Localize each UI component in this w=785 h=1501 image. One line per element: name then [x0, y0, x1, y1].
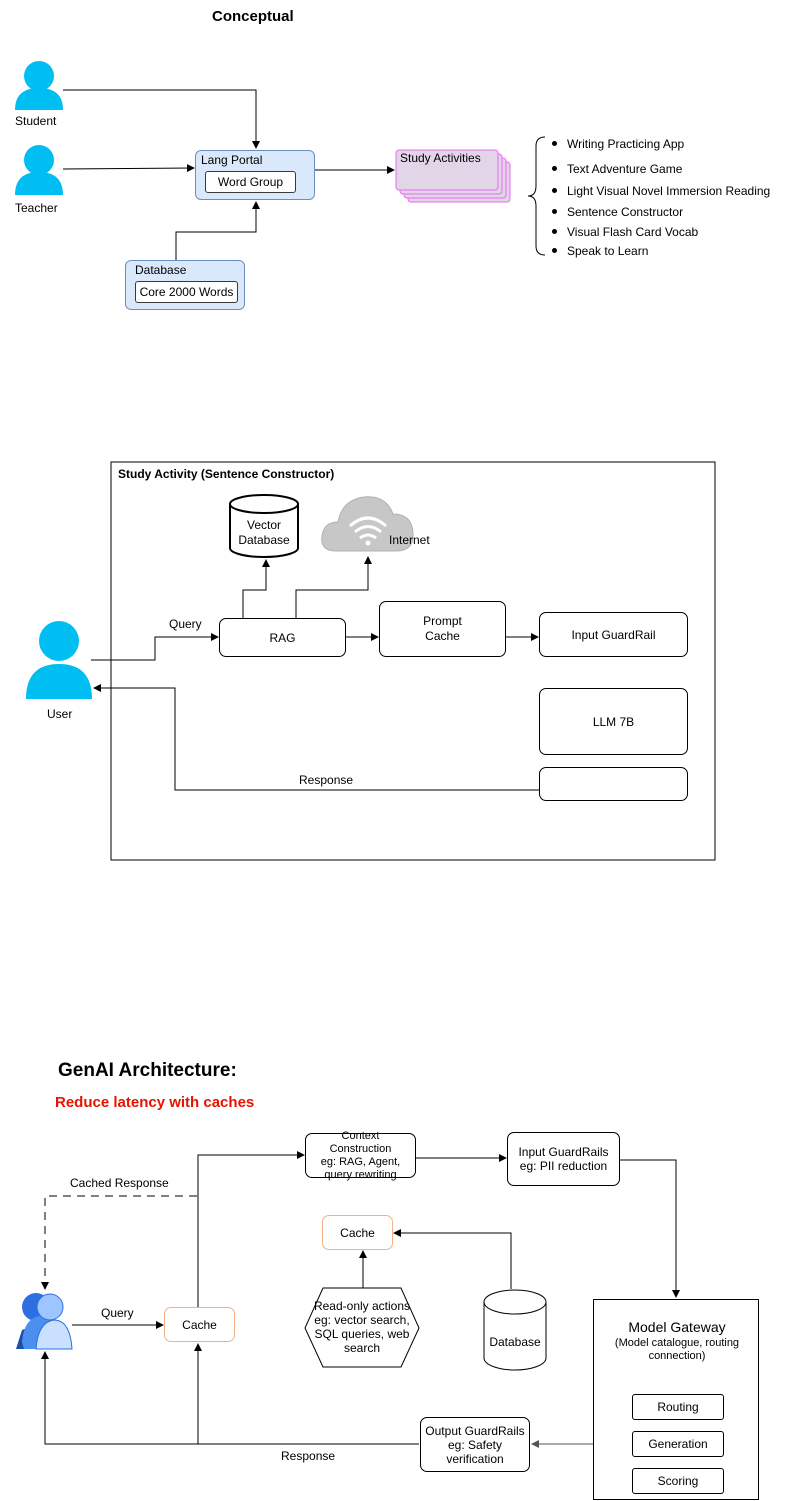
scoring-box[interactable]: Scoring: [632, 1468, 724, 1494]
output-guardrails-label-1: Output GuardRails: [425, 1423, 525, 1438]
database-box[interactable]: Database Core 2000 Words: [125, 260, 245, 310]
database-to-portal-arrow: [175, 201, 260, 260]
activity-item[interactable]: Text Adventure Game: [548, 162, 770, 184]
readonly-label-3: SQL queries, web: [314, 1327, 410, 1341]
study-activity-frame: [110, 461, 716, 861]
database-label-genai: Database: [489, 1335, 541, 1349]
conceptual-title: Conceptual: [212, 8, 294, 25]
model-gateway-sub-2: connection): [648, 1350, 706, 1362]
generation-label: Generation: [648, 1437, 708, 1451]
readonly-label-2: eg: vector search,: [314, 1313, 410, 1327]
model-gateway-box[interactable]: Model Gateway (Model catalogue, routing …: [593, 1299, 759, 1500]
prompt-cache-label-1: Prompt: [423, 614, 462, 628]
study-activity-title: Study Activity (Sentence Constructor): [118, 467, 335, 481]
student-to-portal-arrow: [63, 89, 260, 149]
database-label: Database: [135, 263, 187, 277]
activity-item[interactable]: Visual Flash Card Vocab: [548, 225, 770, 244]
context-construction-box[interactable]: Context Construction eg: RAG, Agent, que…: [305, 1129, 416, 1181]
cache-top-label: Cache: [340, 1225, 375, 1240]
response-label: Response: [299, 773, 354, 787]
word-group-box[interactable]: Word Group: [205, 171, 296, 193]
activity-item[interactable]: Sentence Constructor: [548, 205, 770, 225]
response-arrow: [93, 684, 540, 791]
teacher-label: Teacher: [15, 201, 58, 215]
activity-item[interactable]: Writing Practicing App: [548, 137, 770, 162]
genai-title: GenAI Architecture:: [58, 1060, 237, 1081]
output-empty-box[interactable]: [539, 767, 688, 801]
scoring-label: Scoring: [657, 1474, 699, 1488]
user-person-icon: [26, 621, 92, 699]
rag-box[interactable]: RAG: [219, 618, 346, 657]
cache-top-box[interactable]: Cache: [322, 1215, 393, 1250]
input-guardrails-box[interactable]: Input GuardRails eg: PII reduction: [507, 1132, 620, 1186]
database-cylinder-icon: [483, 1289, 547, 1371]
study-activities-label: Study Activities: [400, 151, 481, 165]
cache-left-box[interactable]: Cache: [164, 1307, 235, 1342]
llm-box[interactable]: LLM 7B: [539, 688, 688, 755]
context-label-3: eg: RAG, Agent,: [320, 1155, 401, 1168]
readonly-label-4: search: [343, 1341, 381, 1355]
activities-list: Writing Practicing App Text Adventure Ga…: [548, 137, 770, 264]
cached-response-dashed-arrow: [41, 1195, 197, 1290]
user-group-icon: [16, 1293, 73, 1350]
teacher-person-icon: [15, 145, 63, 195]
routing-box[interactable]: Routing: [632, 1394, 724, 1420]
output-guardrails-box[interactable]: Output GuardRails eg: Safety verificatio…: [420, 1417, 530, 1472]
core-words-label: Core 2000 Words: [139, 285, 234, 299]
prompt-cache-box[interactable]: Prompt Cache: [379, 601, 506, 657]
word-group-label: Word Group: [217, 175, 284, 189]
activity-item[interactable]: Light Visual Novel Immersion Reading: [548, 184, 770, 205]
readonly-actions-hexagon: [304, 1287, 420, 1368]
model-gateway-label: Model Gateway: [628, 1319, 726, 1335]
activity-item[interactable]: Speak to Learn: [548, 244, 770, 264]
input-guardrails-label-2: eg: PII reduction: [519, 1159, 608, 1173]
internet-label: Internet: [389, 533, 430, 547]
input-guardrails-label-1: Input GuardRails: [518, 1145, 609, 1159]
routing-label: Routing: [657, 1400, 699, 1414]
output-guardrails-label-2: eg: Safety: [447, 1437, 503, 1452]
genai-subtitle: Reduce latency with caches: [55, 1094, 255, 1111]
cache-left-label: Cache: [182, 1317, 217, 1332]
vector-db-label-1: Vector: [246, 518, 282, 532]
guardrails-to-gateway-arrow: [620, 1159, 680, 1298]
database-to-cache-arrow: [393, 1229, 512, 1289]
input-guardrail-label: Input GuardRail: [571, 627, 656, 642]
study-activities-stack: [395, 149, 511, 203]
rag-label: RAG: [269, 630, 296, 645]
vector-database-cylinder-icon: [229, 494, 299, 558]
prompt-cache-label-2: Cache: [425, 629, 460, 643]
context-label-1: Context: [341, 1129, 380, 1142]
response-to-user-arrow: [41, 1351, 419, 1445]
query-label: Query: [169, 617, 202, 631]
lang-portal-label: Lang Portal: [201, 153, 263, 167]
query-label-genai: Query: [101, 1306, 134, 1320]
readonly-label-1: Read-only actions: [313, 1299, 411, 1313]
core-words-box[interactable]: Core 2000 Words: [135, 281, 238, 303]
student-label: Student: [15, 114, 57, 128]
context-label-2: Construction: [329, 1142, 392, 1155]
input-guardrail-box[interactable]: Input GuardRail: [539, 612, 688, 657]
llm-label: LLM 7B: [592, 714, 635, 729]
output-guardrails-label-3: verification: [446, 1451, 504, 1466]
generation-box[interactable]: Generation: [632, 1431, 724, 1457]
rag-to-vector-db-arrow: [242, 559, 270, 618]
user-label: User: [47, 707, 73, 721]
teacher-to-portal-arrow: [62, 164, 195, 173]
vector-db-label-2: Database: [238, 533, 290, 547]
cache-to-context-arrow: [197, 1151, 305, 1307]
student-person-icon: [15, 61, 63, 110]
rag-to-internet-arrow: [295, 556, 372, 618]
query-arrow: [91, 633, 219, 661]
cached-response-label: Cached Response: [70, 1176, 169, 1190]
response-label-genai: Response: [281, 1449, 336, 1463]
activities-brace: [527, 136, 546, 256]
internet-cloud-icon: [321, 496, 414, 552]
context-label-4: query rewriting: [324, 1168, 397, 1181]
lang-portal-box[interactable]: Lang Portal Word Group: [195, 150, 315, 200]
model-gateway-sub-1: (Model catalogue, routing: [614, 1337, 740, 1349]
